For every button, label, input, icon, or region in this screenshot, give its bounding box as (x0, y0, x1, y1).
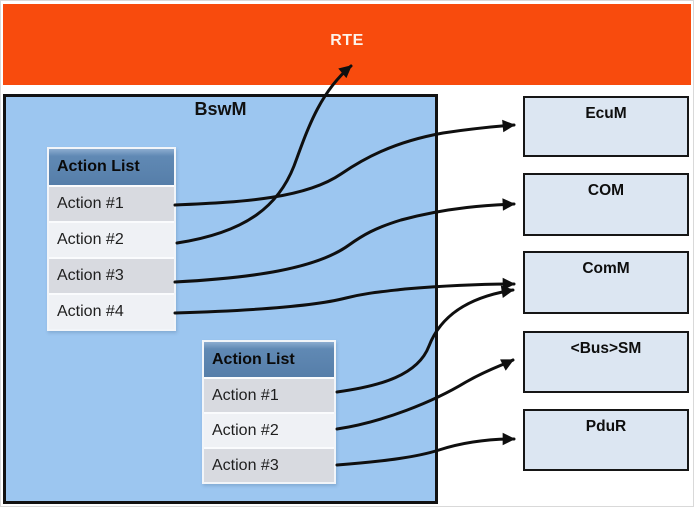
rte-bar: RTE (3, 4, 691, 85)
rte-label: RTE (330, 31, 364, 49)
module-label-ecum: EcuM (585, 105, 627, 122)
action-list-2-row-1: Action #1 (204, 377, 334, 412)
action-list-2-row-2: Action #2 (204, 412, 334, 447)
module-box-bussm: <Bus>SM (523, 331, 689, 393)
module-box-com: COM (523, 173, 689, 236)
module-label-bussm: <Bus>SM (570, 340, 642, 357)
action-list-1: Action List Action #1 Action #2 Action #… (47, 147, 176, 331)
module-box-ecum: EcuM (523, 96, 689, 157)
action-list-1-header: Action List (49, 149, 174, 185)
module-label-com: COM (587, 182, 625, 199)
module-box-pdur: PduR (523, 409, 689, 471)
module-label-pdur: PduR (585, 418, 627, 435)
action-list-1-row-1: Action #1 (49, 185, 174, 221)
module-label-comm: ComM (582, 260, 630, 277)
action-list-2-row-3: Action #3 (204, 447, 334, 482)
module-box-comm: ComM (523, 251, 689, 314)
action-list-2-header: Action List (204, 342, 334, 377)
action-list-1-row-2: Action #2 (49, 221, 174, 257)
action-list-1-row-3: Action #3 (49, 257, 174, 293)
bswm-label: BswM (194, 99, 247, 119)
action-list-1-row-4: Action #4 (49, 293, 174, 329)
action-list-2: Action List Action #1 Action #2 Action #… (202, 340, 336, 484)
